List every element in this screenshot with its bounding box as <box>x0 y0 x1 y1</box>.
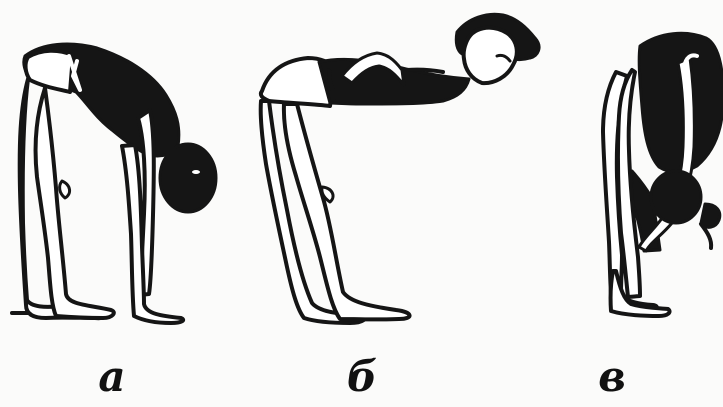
person-deep-forward-fold-figure <box>603 33 723 316</box>
person-bent-forward-looking-ahead-figure <box>261 14 539 323</box>
panel-label-a: а <box>98 356 125 398</box>
person-standing-forward-bend-figure <box>12 44 216 323</box>
panel-label-c: в <box>598 356 626 398</box>
panel-label-b: б <box>347 356 377 398</box>
